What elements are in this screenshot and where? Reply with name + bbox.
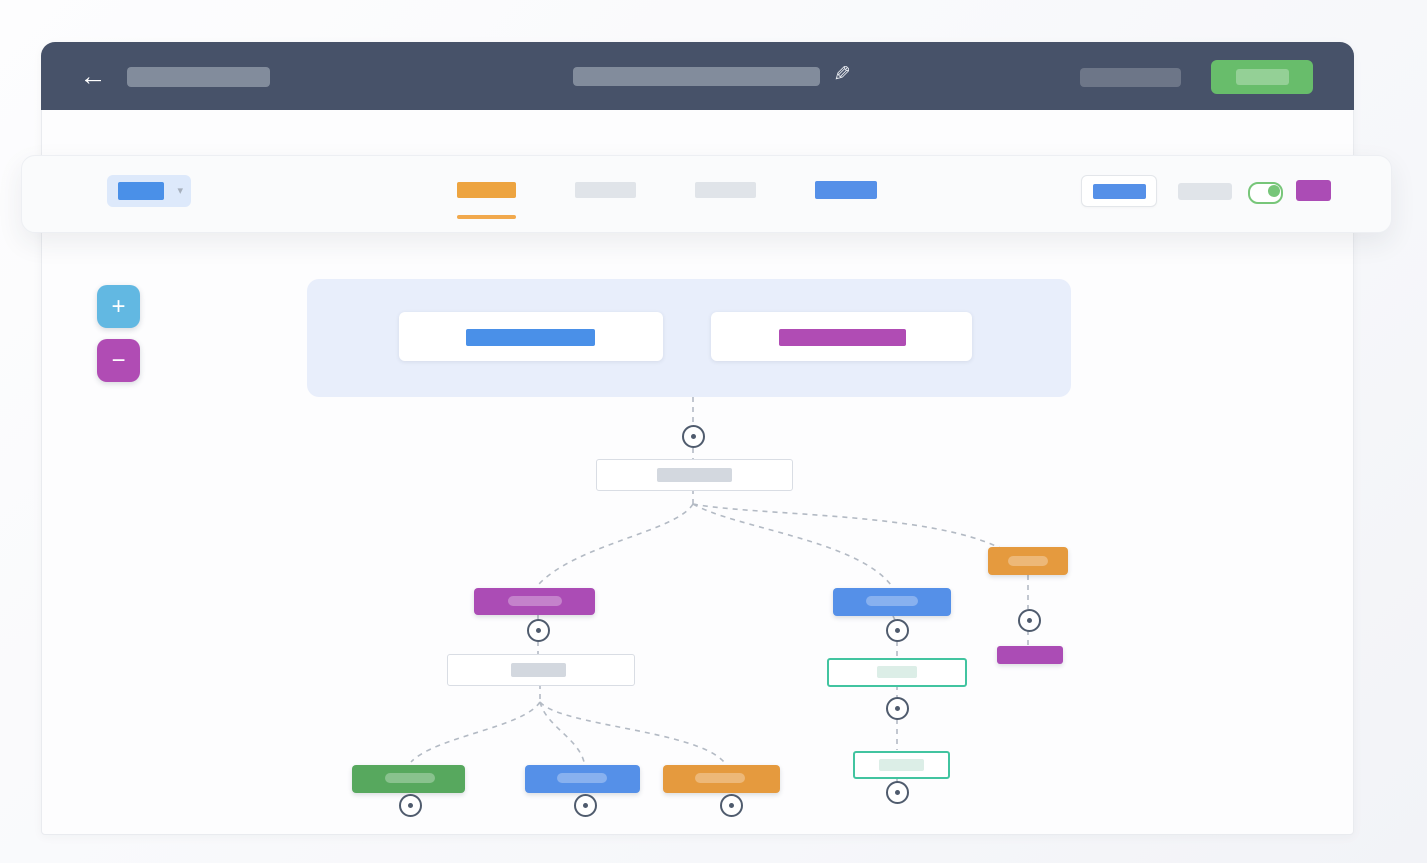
condition-box-left[interactable] (447, 654, 635, 686)
trigger-card-blue[interactable] (399, 312, 663, 361)
add-step-connector-icon[interactable] (527, 619, 550, 642)
toolbar: ▾ (21, 155, 1392, 233)
add-step-connector-icon[interactable] (886, 619, 909, 642)
flow-node-orange-bottom[interactable] (663, 765, 780, 793)
flow-node-blue-right[interactable] (833, 588, 951, 616)
trigger-card-blue-label-placeholder (466, 329, 595, 346)
toggle-switch-on[interactable] (1248, 182, 1283, 204)
toolbar-status-placeholder (1178, 183, 1232, 200)
add-step-connector-icon[interactable] (720, 794, 743, 817)
flow-node-green[interactable] (352, 765, 465, 793)
add-step-connector-icon[interactable] (399, 794, 422, 817)
flow-node-blue-bottom[interactable] (525, 765, 640, 793)
publish-button[interactable] (1211, 60, 1313, 94)
chevron-down-icon: ▾ (177, 185, 183, 197)
block-type-dropdown[interactable]: ▾ (107, 175, 191, 207)
node-label-placeholder (866, 596, 918, 606)
teal-condition-box-2[interactable] (853, 751, 950, 779)
flow-node-orange-topright[interactable] (988, 547, 1068, 575)
node-label-placeholder (508, 596, 562, 606)
root-condition-label-placeholder (657, 468, 732, 482)
tab-active[interactable] (457, 182, 516, 198)
tab-active-underline (457, 215, 516, 219)
dropdown-label-placeholder (118, 182, 164, 200)
toolbar-purple-button[interactable] (1296, 180, 1331, 201)
node-label-placeholder (695, 773, 745, 783)
secondary-action-button[interactable] (1081, 175, 1157, 207)
flow-title-placeholder (573, 67, 820, 86)
breadcrumb-placeholder (127, 67, 270, 87)
condition-label-placeholder (511, 663, 566, 677)
back-arrow-icon[interactable]: ← (77, 60, 109, 92)
add-step-connector-icon[interactable] (886, 697, 909, 720)
add-step-connector-icon[interactable] (574, 794, 597, 817)
add-step-connector-icon[interactable] (682, 425, 705, 448)
condition-label-placeholder (877, 666, 917, 678)
top-header: ← ✎ (41, 42, 1354, 110)
node-label-placeholder (557, 773, 607, 783)
trigger-card-purple-label-placeholder (779, 329, 906, 346)
header-meta-placeholder (1080, 68, 1181, 87)
flow-node-purple[interactable] (474, 588, 595, 615)
condition-label-placeholder (879, 759, 924, 771)
node-label-placeholder (1008, 556, 1048, 566)
root-condition-box[interactable] (596, 459, 793, 491)
zoom-in-button[interactable]: + (97, 285, 140, 328)
teal-condition-box-1[interactable] (827, 658, 967, 687)
tab-3[interactable] (695, 182, 756, 198)
trigger-card-purple[interactable] (711, 312, 972, 361)
toggle-knob (1268, 185, 1280, 197)
add-step-connector-icon[interactable] (1018, 609, 1041, 632)
flow-node-purple-small[interactable] (997, 646, 1063, 664)
node-label-placeholder (385, 773, 435, 783)
add-step-connector-icon[interactable] (886, 781, 909, 804)
tab-4-highlighted[interactable] (815, 181, 877, 199)
trigger-banner (307, 279, 1071, 397)
secondary-action-label-placeholder (1093, 184, 1146, 199)
zoom-out-button[interactable]: − (97, 339, 140, 382)
tab-2[interactable] (575, 182, 636, 198)
publish-button-label-placeholder (1236, 69, 1289, 85)
